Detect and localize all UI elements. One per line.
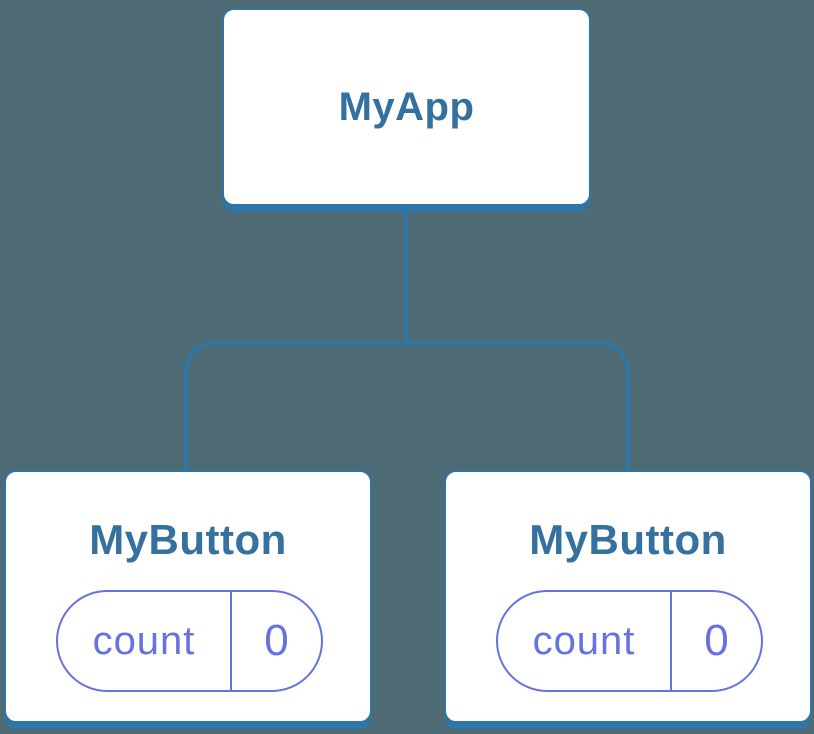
node-label-mybutton-right: MyButton [529, 516, 727, 563]
state-key-left: count [92, 618, 196, 663]
connector-stem [404, 206, 408, 345]
component-node-mybutton-right: MyButton count 0 [444, 470, 812, 723]
state-value-cell-right: 0 [672, 592, 761, 690]
node-label-myapp: MyApp [338, 84, 475, 129]
state-key-cell-left: count [58, 592, 232, 690]
state-value-left: 0 [264, 616, 289, 665]
node-label-mybutton-left: MyButton [89, 516, 287, 563]
component-node-myapp: MyApp [222, 8, 591, 206]
state-key-cell-right: count [498, 592, 672, 690]
state-key-right: count [532, 618, 636, 663]
state-pill-left: count 0 [56, 590, 323, 692]
state-pill-right: count 0 [496, 590, 763, 692]
state-value-right: 0 [704, 616, 729, 665]
connector-bracket [184, 341, 630, 474]
component-node-mybutton-left: MyButton count 0 [4, 470, 372, 723]
state-value-cell-left: 0 [232, 592, 321, 690]
